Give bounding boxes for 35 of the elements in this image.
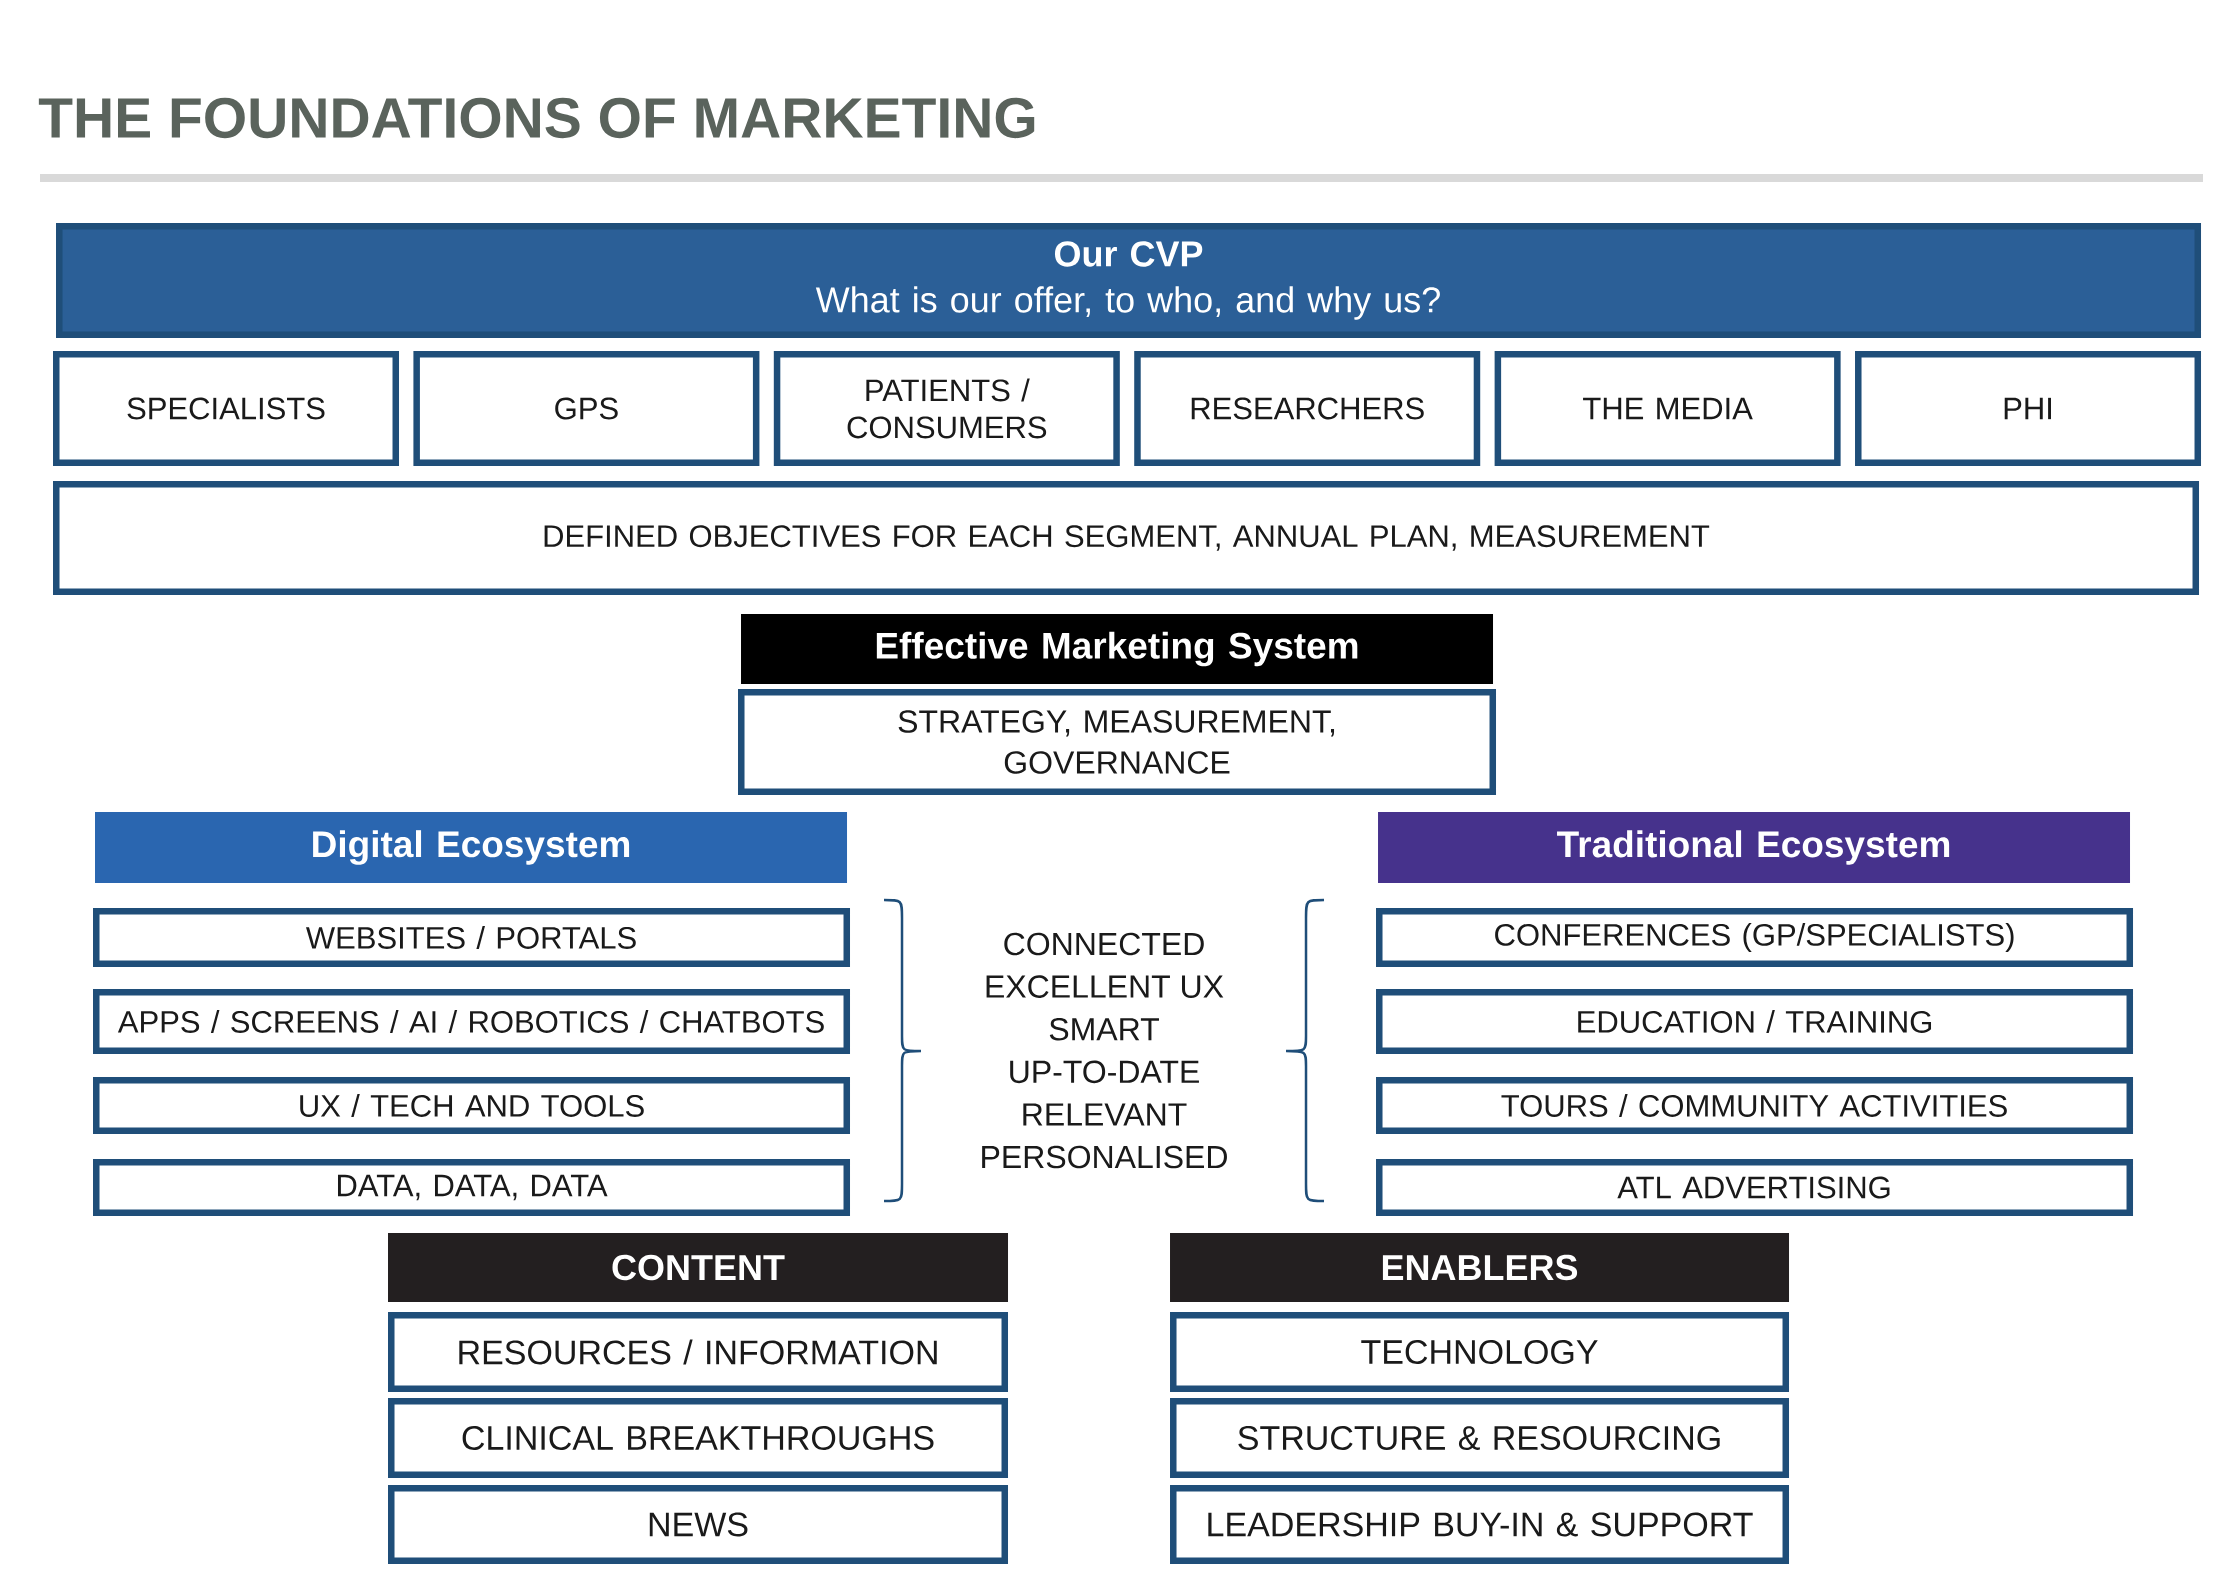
text-box: UX / TECH AND TOOLS: [93, 1077, 850, 1134]
label-text: EXCELLENT UX: [986, 975, 1224, 998]
text-box: TECHNOLOGY: [1170, 1312, 1789, 1392]
text-box: DEFINED OBJECTIVES FOR EACH SEGMENT, ANNUAL PLAN, MEASUREMENT: [53, 481, 2199, 595]
banner-box: Our CVP What is our offer, to who, and why us?: [56, 223, 2201, 338]
text-box: CONFERENCES (GP/SPECIALISTS): [1376, 908, 2133, 967]
header-bar: Digital Ecosystem: [95, 812, 847, 883]
text-box: RESEARCHERS: [1134, 351, 1481, 466]
label-text: SMART: [1049, 1017, 1159, 1041]
text-box: PHI: [1855, 351, 2201, 466]
text-box: ATL ADVERTISING: [1376, 1159, 2133, 1216]
text-box: NEWS: [388, 1485, 1008, 1564]
label-text: RELEVANT: [1023, 1103, 1187, 1126]
text-box: EDUCATION / TRAINING: [1376, 989, 2133, 1054]
text-box: PATIENTS / CONSUMERS: [773, 351, 1120, 466]
title: THE FOUNDATIONS OF MARKETING: [38, 97, 1035, 139]
text-box: CLINICAL BREAKTHROUGHS: [388, 1398, 1008, 1478]
text-box: STRUCTURE & RESOURCING: [1170, 1398, 1789, 1478]
header-bar: ENABLERS: [1170, 1233, 1789, 1302]
text-box: DATA, DATA, DATA: [93, 1159, 850, 1216]
text-box: WEBSITES / PORTALS: [93, 908, 850, 967]
header-bar: Traditional Ecosystem: [1378, 812, 2130, 883]
text-box: SPECIALISTS: [53, 351, 399, 466]
text-box: APPS / SCREENS / AI / ROBOTICS / CHATBOTS: [93, 989, 850, 1054]
text-box: LEADERSHIP BUY-IN & SUPPORT: [1170, 1485, 1789, 1564]
label-text: UP-TO-DATE: [1010, 1060, 1199, 1084]
text-box: STRATEGY, MEASUREMENT, GOVERNANCE: [738, 689, 1496, 795]
label-text: PERSONALISED: [982, 1145, 1227, 1169]
header-bar: Effective Marketing System: [741, 614, 1493, 684]
header-bar: CONTENT: [388, 1233, 1008, 1302]
text-box: GPS: [413, 351, 760, 466]
text-box: TOURS / COMMUNITY ACTIVITIES: [1376, 1077, 2133, 1134]
text-box: THE MEDIA: [1494, 351, 1841, 466]
label-text: CONNECTED: [1004, 932, 1204, 956]
text-box: RESOURCES / INFORMATION: [388, 1312, 1008, 1392]
